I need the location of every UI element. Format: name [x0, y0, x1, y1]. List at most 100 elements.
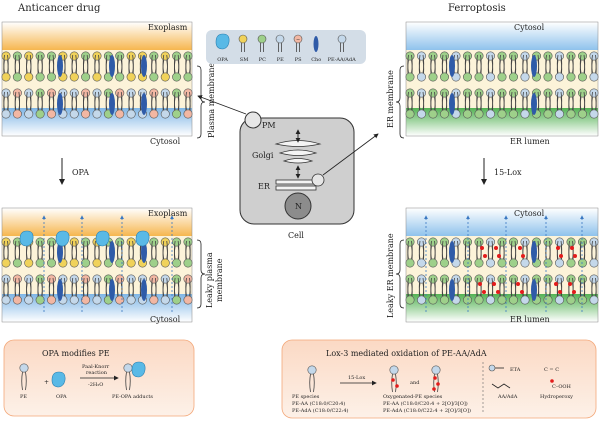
legend-item-sm: SM — [238, 34, 249, 63]
cholesterol-upper-1 — [531, 241, 537, 263]
lox-box-oxidation-dot-3 — [436, 382, 440, 386]
oxidation-dot-4-2 — [568, 282, 572, 286]
lox-box-arrow-label: 15-Lox — [348, 375, 365, 381]
lipid-3-3 — [439, 277, 449, 305]
lipid-1-6 — [69, 54, 79, 82]
lox-box-title: Lox-3 mediated oxidation of PE-AA/AdA — [326, 349, 487, 358]
cholesterol-upper-0 — [57, 241, 63, 263]
lox-box-hydroperoxy-dot — [550, 379, 554, 383]
cholesterol-lower-1 — [109, 93, 115, 115]
oxidation-dot-1-2 — [492, 282, 496, 286]
opa-box-opa: OPA — [56, 394, 67, 400]
lipid-3-6 — [474, 91, 484, 119]
opa-modifies-pe-box: OPA modifies PE PE + OPA Paal-Knorr reac… — [3, 339, 195, 417]
opa-box-pe: PE — [20, 394, 27, 400]
lipid-1-5 — [462, 54, 472, 82]
opa-box-title: OPA modifies PE — [42, 349, 110, 358]
lipid-3-13 — [149, 277, 159, 305]
legend-item-pe-aa-ada: PE-AA/AdA — [328, 34, 356, 63]
pm-pointer — [197, 95, 247, 115]
lipid-3-10 — [520, 91, 530, 119]
legend-item-cho: Cho — [311, 36, 321, 63]
lipid-1-12 — [543, 54, 553, 82]
er-membrane-side-label: ER membrane — [386, 65, 405, 139]
lox-box-oxidation-dot-2 — [433, 376, 437, 380]
lipid-3-9 — [508, 91, 518, 119]
oxidation-dot-4-1 — [573, 254, 577, 258]
lipid-3-2 — [428, 91, 438, 119]
top-compartment — [2, 22, 192, 50]
cell-body — [239, 117, 355, 225]
oxidation-dot-3-2 — [554, 282, 558, 286]
lipid-3-5 — [462, 91, 472, 119]
lipid-1-3 — [439, 54, 449, 82]
cholesterol-lower-0 — [449, 93, 455, 115]
leaky-plasma-membrane-panel — [1, 207, 193, 323]
lox-box-and: and — [410, 380, 420, 386]
lipid-1-7 — [485, 54, 495, 82]
lipid-1-0 — [1, 54, 11, 82]
lipid-3-16 — [183, 91, 193, 119]
lipid-1-16 — [589, 240, 599, 268]
lox-box-oxidation-dot-4 — [432, 387, 436, 391]
legend-label: OPA — [217, 57, 228, 63]
lipid-1-14 — [160, 240, 170, 268]
opa-box-reaction-2: reaction — [86, 370, 108, 376]
lipid-3-16 — [589, 91, 599, 119]
lipid-1-15 — [577, 240, 587, 268]
right-top-er-lumen-label: ER lumen — [510, 137, 550, 146]
legend-cho-glyph — [313, 36, 319, 52]
svg-text:OPA: OPA — [72, 168, 89, 177]
er-label: ER — [258, 182, 271, 191]
lipid-3-15 — [172, 91, 182, 119]
cholesterol-lower-1 — [109, 279, 115, 301]
lipid-1-4 — [46, 240, 56, 268]
opa-molecule-1 — [55, 230, 70, 247]
legend-item-opa: OPA — [215, 33, 230, 63]
lipid-1-9 — [508, 54, 518, 82]
cholesterol-upper-2 — [141, 241, 147, 263]
lipid-3-16 — [589, 277, 599, 305]
opa-box-reaction-1: Paal-Knorr — [82, 364, 110, 370]
lipid-3-10 — [115, 91, 125, 119]
lipid-3-3 — [439, 91, 449, 119]
lipid-3-0 — [1, 91, 11, 119]
legend-label: PS — [295, 57, 302, 63]
lipid-1-2 — [24, 54, 34, 82]
lipid-1-6 — [69, 240, 79, 268]
lipid-1-8 — [92, 54, 102, 82]
svg-text:ER membrane: ER membrane — [386, 70, 395, 128]
lipid-3-15 — [577, 91, 587, 119]
opa-box-plus: + — [44, 379, 49, 386]
lipid-1-13 — [149, 54, 159, 82]
lox-box-oxy-lipid-1 — [389, 365, 399, 393]
er-magnifier — [311, 173, 325, 187]
oxidation-dot-4-3 — [572, 290, 576, 294]
cholesterol-lower-1 — [531, 279, 537, 301]
legend-label: SM — [240, 57, 249, 63]
plasma-membrane-side-label: Plasma membrane — [196, 63, 216, 139]
left-top-cytosol-label: Cytosol — [150, 137, 181, 146]
lox-box-pe-lipid — [307, 365, 317, 393]
opa-box-product-opa — [131, 361, 146, 378]
lipid-1-11 — [126, 240, 136, 268]
lipid-1-7 — [485, 240, 495, 268]
lox-box-aa-ada: AA/AdA — [497, 394, 518, 400]
cholesterol-upper-0 — [57, 55, 63, 77]
right-bottom-er-lumen-label: ER lumen — [510, 315, 550, 324]
svg-text:Leaky plasma: Leaky plasma — [205, 252, 214, 308]
oxidation-dot-0-0 — [480, 246, 484, 250]
opa-molecule-2 — [95, 230, 110, 247]
opa-box-reaction-3: -2H₂O — [88, 382, 103, 388]
legend-item-pc: PC — [257, 34, 267, 63]
left-header: Anticancer drug — [17, 3, 101, 14]
svg-text:Leaky ER membrane: Leaky ER membrane — [386, 233, 395, 318]
cholesterol-upper-1 — [109, 241, 115, 263]
cholesterol-lower-0 — [449, 279, 455, 301]
cholesterol-lower-2 — [141, 93, 147, 115]
lipid-1-8 — [92, 240, 102, 268]
nucleus-label: N — [295, 202, 302, 211]
lipid-3-11 — [126, 277, 136, 305]
cholesterol-lower-2 — [141, 279, 147, 301]
